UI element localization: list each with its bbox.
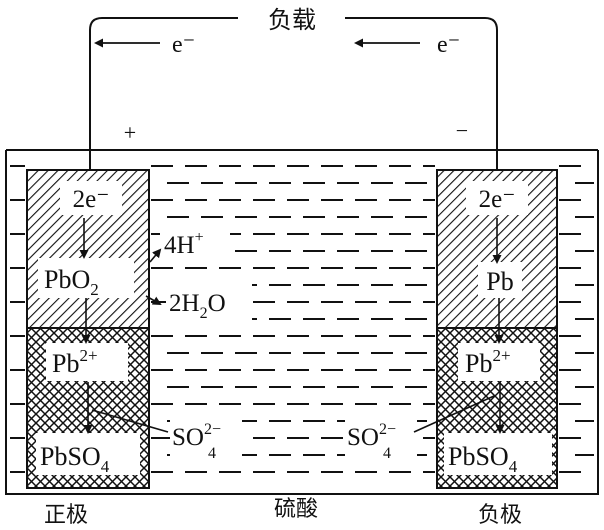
negative-reactant-pb: Pb — [486, 267, 513, 296]
electrolyte-dashes — [10, 165, 594, 473]
external-circuit: 负载 e⁻ e⁻ + − — [89, 6, 498, 170]
electrolyte-tank — [5, 149, 599, 495]
load-label: 负载 — [268, 6, 316, 34]
electrolyte-species: 4H+ 2H2O SO2−4 SO2−4 — [91, 226, 495, 462]
electrolyte-label: 硫酸 — [274, 497, 318, 522]
sulfate-ion-left: SO2−4 — [172, 421, 221, 462]
electron-label-right: e⁻ — [437, 32, 460, 58]
negative-caption: 负极 — [478, 503, 522, 528]
negative-product-pbso4: PbSO4 — [448, 442, 518, 476]
hydrogen-ion-label: 4H+ — [164, 229, 204, 259]
water-label: 2H2O — [169, 290, 226, 322]
electron-label-left: e⁻ — [172, 32, 195, 58]
positive-electrode: 2e⁻ PbO2 Pb2+ PbSO4 正极 — [26, 169, 150, 528]
positive-reactant-pbo2: PbO2 — [44, 265, 99, 299]
positive-sign: + — [124, 120, 136, 145]
negative-ion-pb2plus: Pb2+ — [465, 346, 511, 378]
sulfate-ion-right: SO2−4 — [347, 421, 396, 462]
positive-ion-pb2plus: Pb2+ — [52, 346, 98, 378]
negative-electrode: 2e⁻ Pb Pb2+ PbSO4 负极 — [436, 169, 558, 528]
positive-electrons: 2e⁻ — [73, 186, 110, 213]
negative-sign: − — [456, 118, 468, 143]
negative-electrons: 2e⁻ — [479, 186, 516, 213]
positive-product-pbso4: PbSO4 — [40, 442, 110, 476]
positive-caption: 正极 — [44, 503, 88, 528]
